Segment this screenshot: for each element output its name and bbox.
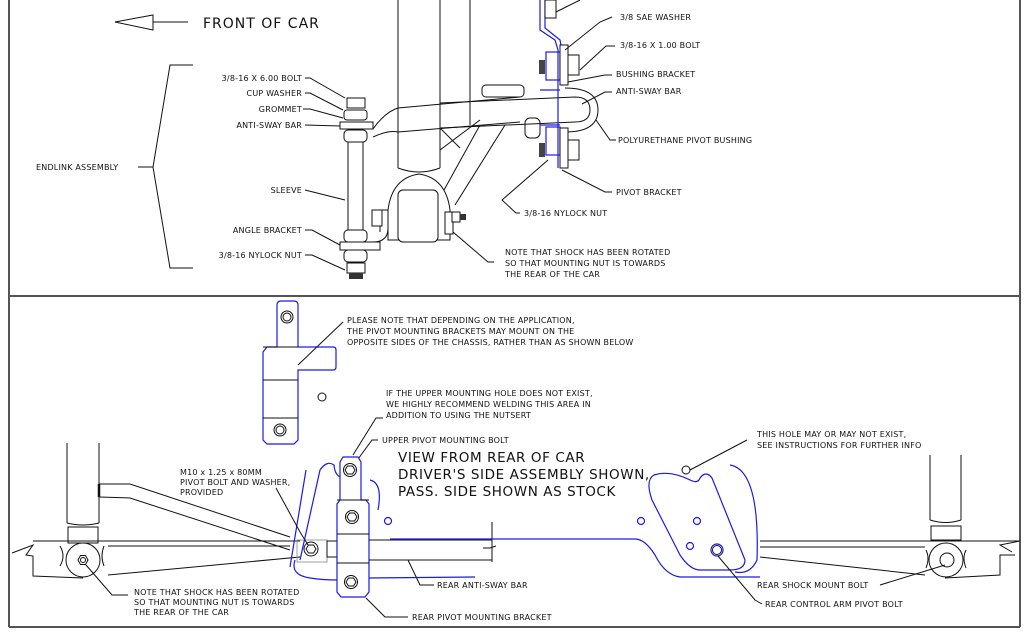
rear-sway-bar [369, 522, 497, 562]
rear-pivot-bracket [336, 456, 370, 598]
left-shock [65, 443, 101, 578]
svg-text:PLEASE NOTE THAT DEPENDING ON: PLEASE NOTE THAT DEPENDING ON THE APPLIC… [347, 316, 575, 325]
callout-angle-bracket: ANGLE BRACKET [233, 226, 302, 235]
right-control-arm [759, 540, 1021, 579]
svg-text:NOTE THAT SHOCK HAS BEEN ROTAT: NOTE THAT SHOCK HAS BEEN ROTATED [505, 248, 670, 257]
svg-text:PASS. SIDE SHOWN AS STOCK: PASS. SIDE SHOWN AS STOCK [398, 484, 616, 500]
control-arm-bolt-label: REAR CONTROL ARM PIVOT BOLT [765, 600, 903, 609]
svg-text:WE HIGHLY RECOMMEND WELDING TH: WE HIGHLY RECOMMEND WELDING THIS AREA IN [386, 400, 591, 409]
shock-absorber [387, 0, 471, 243]
bottom-shock-note: NOTE THAT SHOCK HAS BEEN ROTATED SO THAT… [133, 588, 299, 617]
right-shock [928, 455, 964, 578]
callout-polyurethane-bushing: POLYURETHANE PIVOT BUSHING [618, 136, 752, 145]
svg-text:OPPOSITE SIDES OF THE CHASSIS,: OPPOSITE SIDES OF THE CHASSIS, RATHER TH… [347, 338, 633, 347]
top-view: FRONT OF CAR ENDLINK ASSEMBLY 3/8-16 X 6… [36, 0, 752, 279]
svg-text:M10 x 1.25 x 80MM: M10 x 1.25 x 80MM [180, 468, 262, 477]
endlink-assembly-label: ENDLINK ASSEMBLY [36, 163, 118, 172]
callout-anti-sway-bar-2: ANTI-SWAY BAR [616, 87, 682, 96]
front-of-car-label: FRONT OF CAR [203, 16, 320, 32]
callout-cup-washer: CUP WASHER [247, 89, 303, 98]
rear-sway-bar-label: REAR ANTI-SWAY BAR [437, 581, 528, 590]
callout-bushing-bracket: BUSHING BRACKET [616, 70, 695, 79]
svg-text:DRIVER'S SIDE ASSEMBLY SHOWN,: DRIVER'S SIDE ASSEMBLY SHOWN, [398, 467, 650, 483]
pivot-bolt-note: M10 x 1.25 x 80MM PIVOT BOLT AND WASHER,… [180, 468, 290, 497]
svg-text:PROVIDED: PROVIDED [180, 488, 223, 497]
bracket-note: PLEASE NOTE THAT DEPENDING ON THE APPLIC… [346, 316, 633, 347]
weld-note: IF THE UPPER MOUNTING HOLE DOES NOT EXIS… [386, 389, 593, 420]
callout-grommet: GROMMET [259, 105, 302, 114]
svg-text:SEE INSTRUCTIONS FOR FURTHER I: SEE INSTRUCTIONS FOR FURTHER INFO [757, 441, 922, 450]
view-title: VIEW FROM REAR OF CAR DRIVER'S SIDE ASSE… [398, 450, 650, 500]
svg-text:SO THAT MOUNTING NUT IS TOWARD: SO THAT MOUNTING NUT IS TOWARDS [134, 598, 295, 607]
anti-sway-bar [372, 84, 599, 206]
callout-nylock-nut: 3/8-16 NYLOCK NUT [219, 251, 302, 260]
drawing-frame [8, 0, 1021, 628]
bottom-view: PLEASE NOTE THAT DEPENDING ON THE APPLIC… [11, 300, 1021, 622]
callout-bolt-100: 3/8-16 X 1.00 BOLT [620, 41, 700, 50]
pivot-callouts: 3/8 SAE WASHER 3/8-16 X 1.00 BOLT BUSHIN… [501, 0, 752, 218]
left-sway-bar [97, 483, 291, 551]
hole-note: THIS HOLE MAY OR MAY NOT EXIST, SEE INST… [756, 430, 922, 450]
callout-nylock-nut-2: 3/8-16 NYLOCK NUT [524, 209, 607, 218]
svg-text:THE REAR OF THE CAR: THE REAR OF THE CAR [133, 608, 229, 617]
endlink-drawing [339, 97, 389, 279]
svg-text:THE REAR OF THE CAR: THE REAR OF THE CAR [504, 270, 600, 279]
svg-text:PIVOT BOLT AND WASHER,: PIVOT BOLT AND WASHER, [180, 478, 290, 487]
rear-bracket-label: REAR PIVOT MOUNTING BRACKET [412, 613, 552, 622]
svg-text:VIEW FROM REAR OF CAR: VIEW FROM REAR OF CAR [398, 450, 585, 466]
callout-bolt: 3/8-16 X 6.00 BOLT [222, 74, 302, 83]
endlink-callouts: 3/8-16 X 6.00 BOLT CUP WASHER GROMMET AN… [219, 74, 346, 271]
svg-text:SO THAT MOUNTING NUT IS TOWARD: SO THAT MOUNTING NUT IS TOWARDS [505, 259, 666, 268]
svg-text:NOTE THAT SHOCK HAS BEEN ROTAT: NOTE THAT SHOCK HAS BEEN ROTATED [134, 588, 299, 597]
callout-sae-washer: 3/8 SAE WASHER [620, 13, 691, 22]
assembly-brace [138, 64, 193, 269]
upper-bolt-label: UPPER PIVOT MOUNTING BOLT [382, 436, 509, 445]
front-arrow-icon [114, 14, 188, 31]
top-shock-note: NOTE THAT SHOCK HAS BEEN ROTATED SO THAT… [504, 248, 670, 279]
bracket-detail [262, 300, 337, 445]
rear-shock-bolt-label: REAR SHOCK MOUNT BOLT [757, 581, 869, 590]
svg-text:THIS HOLE MAY OR MAY NOT EXIST: THIS HOLE MAY OR MAY NOT EXIST, [756, 430, 906, 439]
svg-text:ADDITION TO USING THE NUTSERT: ADDITION TO USING THE NUTSERT [386, 411, 531, 420]
pivot-bracket [539, 0, 580, 169]
svg-text:THE PIVOT MOUNTING BRACKETS MA: THE PIVOT MOUNTING BRACKETS MAY MOUNT ON… [346, 327, 574, 336]
svg-text:IF THE UPPER MOUNTING HOLE DOE: IF THE UPPER MOUNTING HOLE DOES NOT EXIS… [386, 389, 593, 398]
left-control-arm [11, 540, 301, 579]
callout-sleeve: SLEEVE [271, 186, 302, 195]
callout-anti-sway-bar: ANTI-SWAY BAR [236, 121, 302, 130]
callout-pivot-bracket: PIVOT BRACKET [616, 188, 682, 197]
